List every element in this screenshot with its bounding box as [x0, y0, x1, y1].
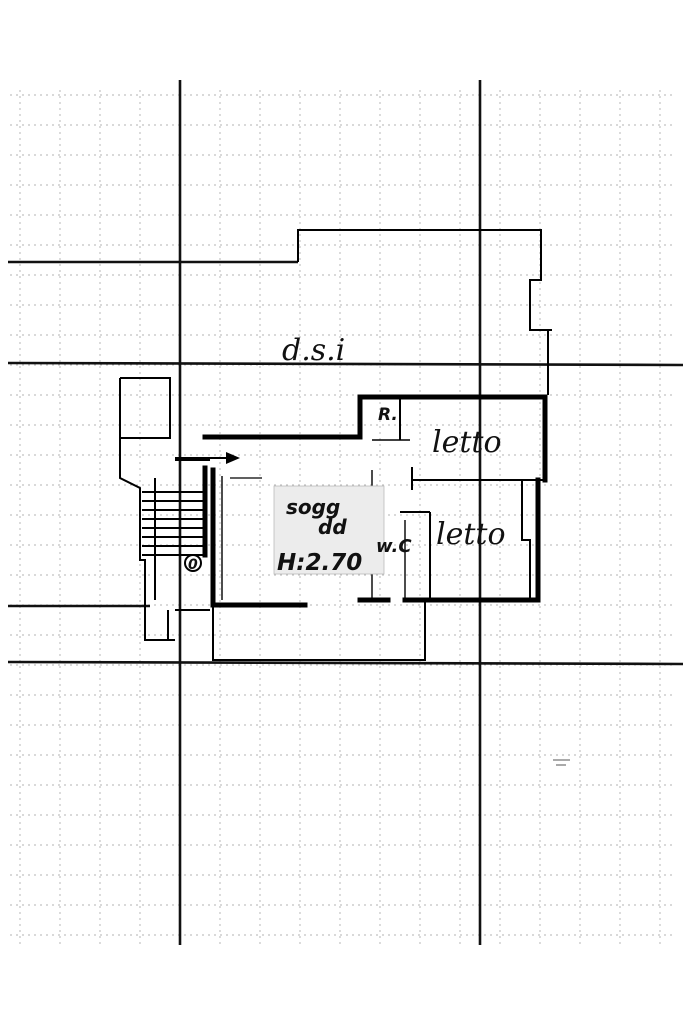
building-outline	[297, 229, 552, 395]
soggiorno-label-line1: sogg	[286, 495, 340, 519]
ripostiglio-label: R.	[378, 405, 398, 425]
soggiorno-label-line2: dd	[318, 515, 347, 539]
small-mark	[553, 759, 570, 766]
stair-marker: 0	[184, 554, 202, 573]
entrance-arrow	[175, 452, 262, 479]
interior-partitions	[221, 397, 522, 600]
dsi-label: d.s.i	[282, 333, 345, 368]
wc-label: w.C	[376, 536, 412, 557]
bedroom-2-label: letto	[436, 517, 506, 552]
stair-marker-label: 0	[188, 557, 198, 573]
staircase	[119, 377, 210, 641]
lower-balcony	[212, 600, 426, 661]
ceiling-height-label: H:2.70	[277, 550, 362, 576]
major-grid-lines	[7, 80, 683, 945]
soggiorno-label-box	[273, 485, 385, 575]
exterior-walls	[202, 394, 548, 608]
bedroom-1-label: letto	[432, 425, 502, 460]
